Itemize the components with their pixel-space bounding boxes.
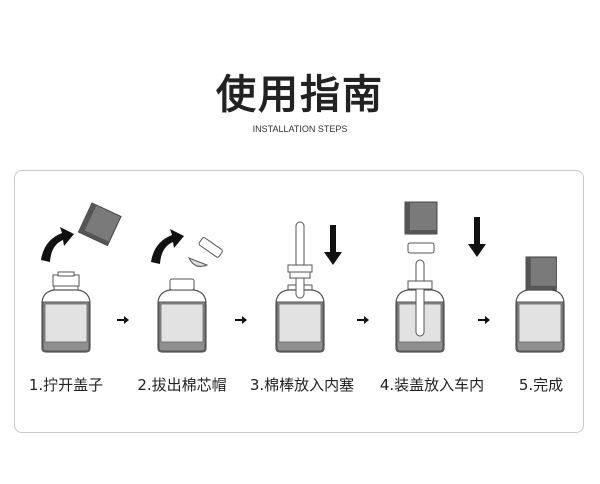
next-arrow-icon <box>357 316 369 324</box>
wick-rod-icon <box>415 259 425 337</box>
step-3-label: 3.棉棒放入内塞 <box>249 376 355 394</box>
step-4-label: 4.装盖放入车内 <box>379 376 485 394</box>
bottle-icon <box>157 284 207 353</box>
inner-plug-icon <box>407 280 433 290</box>
cap-top-icon <box>57 271 75 277</box>
wick-rod-icon <box>295 221 305 299</box>
step-2-label: 2.拔出棉芯帽 <box>137 376 227 394</box>
wick-cap-icon <box>198 237 223 258</box>
page-subtitle: INSTALLATION STEPS <box>252 124 348 134</box>
curved-arrow-icon <box>41 227 74 262</box>
step-5-illustration <box>515 256 565 353</box>
screw-cap-icon <box>52 274 80 287</box>
steps-panel <box>14 170 584 433</box>
outer-cap-icon <box>525 256 557 291</box>
screw-cap-icon <box>407 242 435 254</box>
bottle-icon <box>515 284 565 353</box>
down-arrow-icon <box>468 217 486 257</box>
step-4-illustration <box>395 201 486 353</box>
next-arrow-icon <box>117 316 129 324</box>
step-5-label: 5.完成 <box>518 376 564 394</box>
step-1-illustration <box>41 202 122 353</box>
removed-cap-icon <box>77 202 122 247</box>
bottle-neck-icon <box>169 278 195 291</box>
inner-plug-icon <box>287 264 313 273</box>
bottle-icon <box>41 284 91 353</box>
outer-cap-icon <box>404 201 438 235</box>
next-arrow-icon <box>478 316 490 324</box>
step-3-illustration <box>275 221 342 353</box>
step-1-label: 1.拧开盖子 <box>28 376 104 394</box>
next-arrow-icon <box>235 316 247 324</box>
inner-plug-base-icon <box>289 271 311 279</box>
page-title: 使用指南 <box>216 72 384 118</box>
curved-arrow-icon <box>151 229 184 264</box>
down-arrow-icon <box>324 225 342 265</box>
step-2-illustration <box>151 229 223 353</box>
wick-cap-part-icon <box>187 257 209 267</box>
